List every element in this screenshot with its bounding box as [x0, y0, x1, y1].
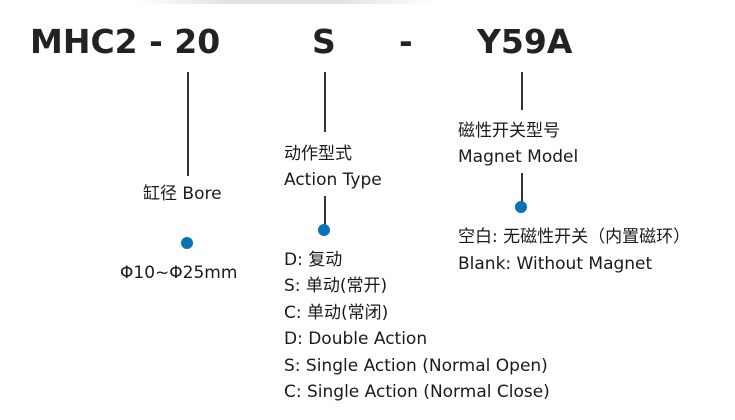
action-type-label-en: Action Type	[284, 170, 382, 190]
switch-code: Y59A	[477, 22, 573, 61]
action-option: S: Single Action (Normal Open)	[284, 355, 548, 376]
action-dot-icon	[318, 224, 330, 236]
bore-dot-icon	[181, 237, 193, 249]
dash-separator: -	[399, 22, 413, 61]
bore-value: Φ10~Φ25mm	[120, 263, 238, 283]
magnet-leader-line-bottom	[521, 173, 523, 203]
action-type-options: D: 复动 S: 单动(常开) C: 单动(常闭) D: Double Acti…	[284, 247, 550, 405]
action-code: S	[312, 22, 336, 61]
magnet-model-label-en: Magnet Model	[458, 147, 579, 167]
magnet-model-label-cn: 磁性开关型号	[458, 121, 560, 141]
magnet-dot-icon	[515, 201, 527, 213]
action-option: D: Double Action	[284, 329, 428, 350]
action-leader-line-top	[324, 72, 326, 132]
bore-leader-line	[187, 72, 189, 176]
bore-label: 缸径 Bore	[143, 184, 222, 204]
top-divider	[135, 0, 435, 4]
action-option: S: 单动(常开)	[284, 276, 388, 297]
action-type-label-cn: 动作型式	[284, 144, 352, 164]
action-option: C: 单动(常闭)	[284, 302, 389, 323]
magnet-leader-line-top	[521, 72, 523, 110]
action-option: C: Single Action (Normal Close)	[284, 382, 550, 403]
action-leader-line-bottom	[324, 196, 326, 226]
magnet-blank-cn: 空白: 无磁性开关（内置磁环）	[458, 227, 691, 247]
action-option: D: 复动	[284, 250, 343, 270]
series-code: MHC2 - 20	[30, 22, 221, 61]
magnet-blank-en: Blank: Without Magnet	[458, 254, 653, 274]
